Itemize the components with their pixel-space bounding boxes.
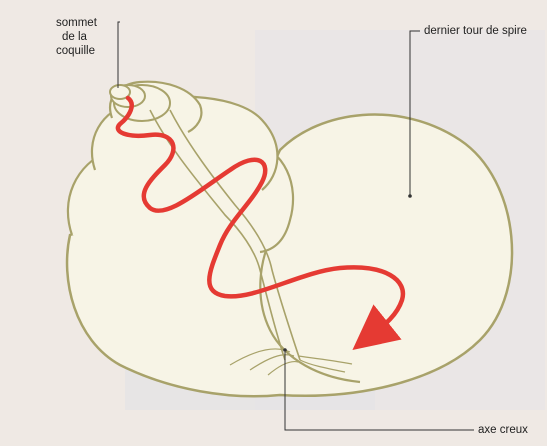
apex-label: sommet de la coquille — [56, 16, 116, 58]
apex-label-line2: de la — [56, 30, 116, 44]
last-whorl-label: dernier tour de spire — [424, 24, 527, 38]
apex-label-line3: coquille — [56, 44, 116, 58]
axis-label: axe creux — [478, 423, 528, 437]
apex-leader-line — [118, 22, 120, 88]
axis-dot — [283, 348, 287, 352]
apex-label-line1: sommet — [56, 16, 116, 30]
